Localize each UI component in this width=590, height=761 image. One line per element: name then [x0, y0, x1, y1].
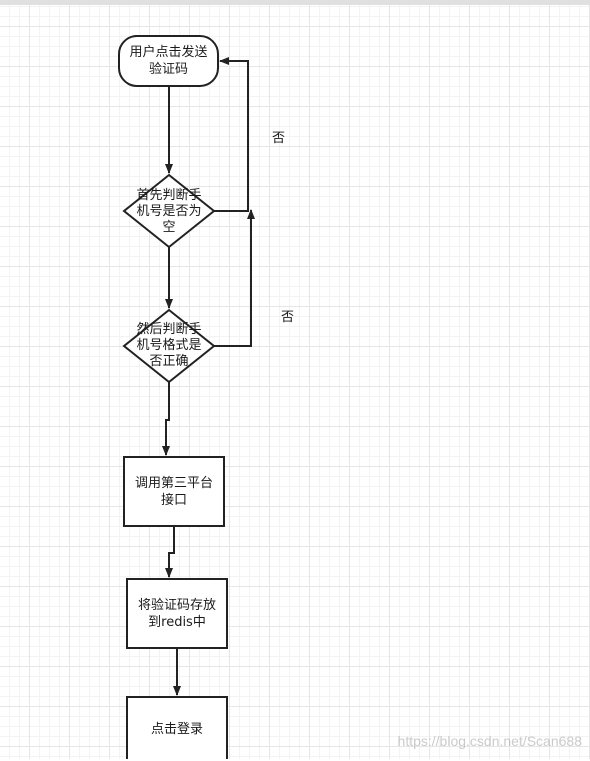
process-call-api-label: 调用第三平台 接口 [134, 475, 213, 508]
arrow-format-no-loop [214, 209, 255, 347]
process-store-code-label: 将验证码存放 到redis中 [137, 597, 216, 630]
watermark-text: https://blog.csdn.net/Scan688 [397, 733, 582, 749]
arrow-api-to-store [165, 526, 175, 578]
process-login-label: 点击登录 [150, 721, 203, 737]
arrow-format-to-api [162, 382, 170, 456]
process-call-api-shape [123, 456, 225, 527]
edge-label-no-1: 否 [272, 131, 286, 146]
process-login-shape [126, 696, 228, 759]
edge-label-no-2: 否 [281, 310, 295, 325]
arrow-empty-no-loop [214, 57, 249, 212]
top-border [0, 0, 590, 5]
decision-empty-label: 首先判断手 机号是否为 空 [136, 188, 202, 235]
start-node-label: 用户点击发送 验证码 [129, 45, 208, 77]
decision-format-label: 然后判断手 机号格式是 否正确 [136, 322, 202, 369]
